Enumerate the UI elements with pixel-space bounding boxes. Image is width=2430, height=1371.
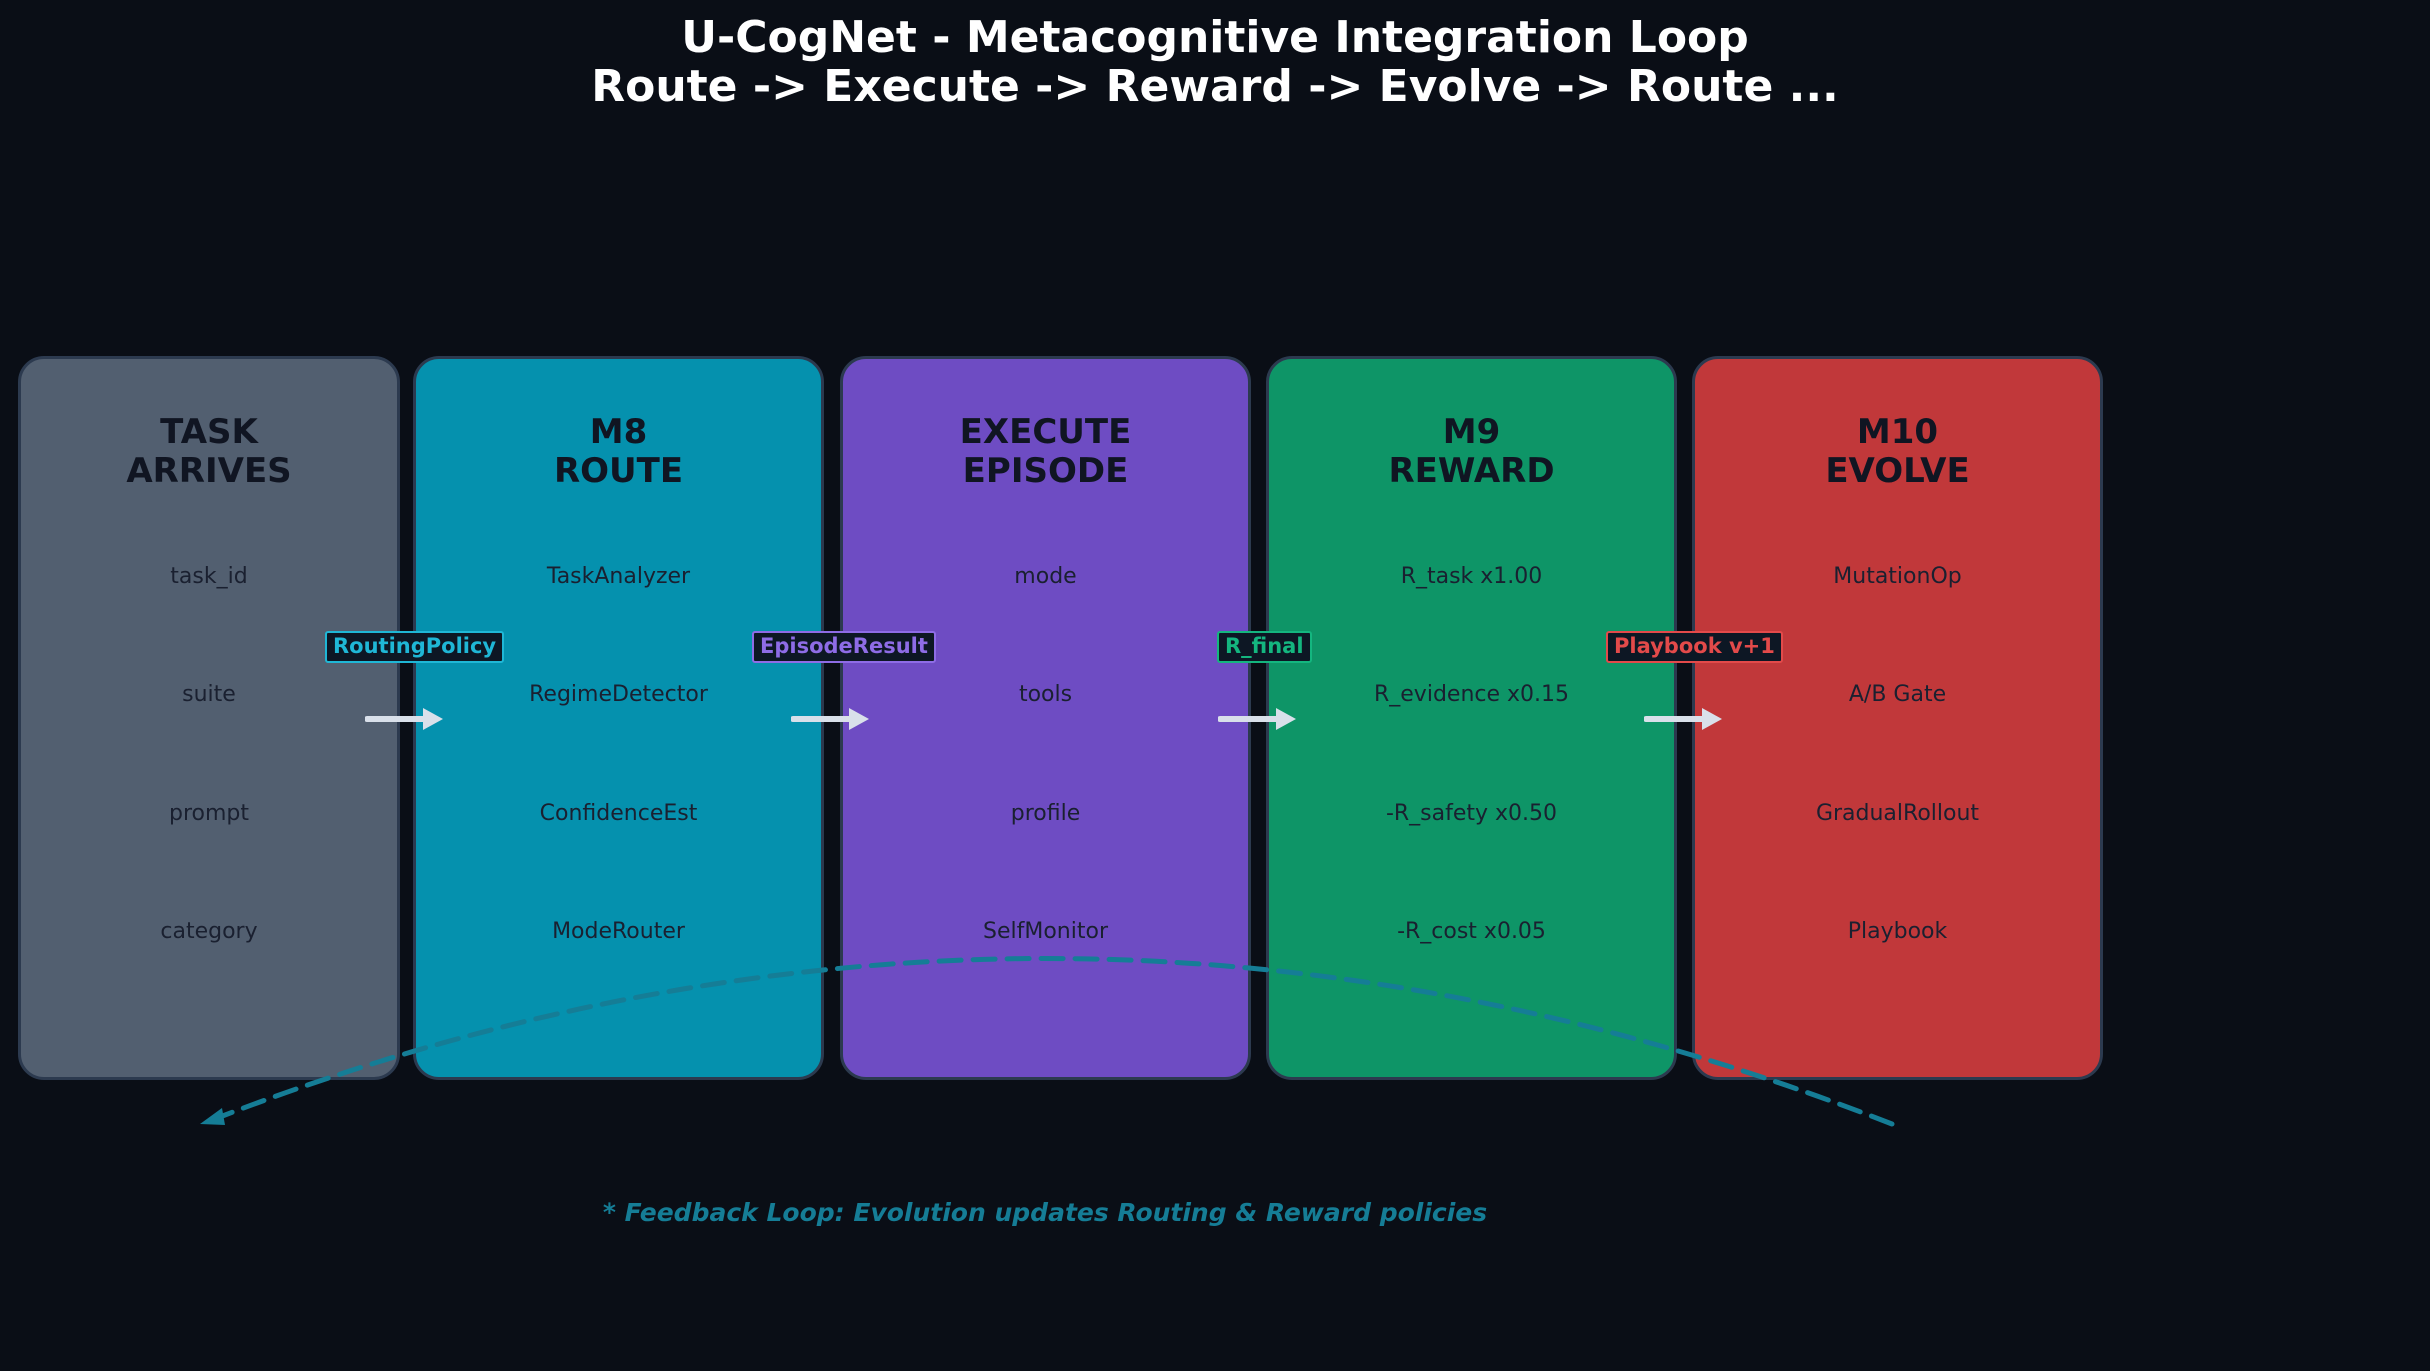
connector-label-playbook: Playbook v+1 [1606, 631, 1783, 663]
stage-item: -R_cost x0.05 [1397, 919, 1546, 944]
stage-title: M10 EVOLVE [1695, 413, 2100, 491]
stage-item: TaskAnalyzer [546, 564, 691, 589]
stage-item: profile [1010, 801, 1081, 826]
feedback-arrowhead-icon [200, 1108, 225, 1125]
stage-title-line: ARRIVES [126, 451, 292, 491]
stage-item: -R_safety x0.50 [1385, 801, 1558, 826]
stage-item: task_id [170, 564, 248, 589]
stage-item: R_evidence x0.15 [1373, 682, 1570, 707]
diagram-subtitle: Route -> Execute -> Reward -> Evolve -> … [591, 61, 1839, 112]
diagram-title: U-CogNet - Metacognitive Integration Loo… [681, 12, 1749, 63]
connector-label-r-final: R_final [1217, 631, 1312, 663]
arrow-right-icon [1644, 708, 1722, 730]
stage-title: M8 ROUTE [416, 413, 821, 491]
stage-item: ConfidenceEst [539, 801, 698, 826]
stage-title-line: M9 [1442, 412, 1501, 452]
arrow-right-icon [1218, 708, 1296, 730]
stage-title: EXECUTE EPISODE [843, 413, 1248, 491]
stage-title: TASK ARRIVES [21, 413, 397, 491]
stage-title-line: M8 [589, 412, 648, 452]
stage-title-line: EPISODE [962, 451, 1129, 491]
stage-item: prompt [168, 801, 249, 826]
feedback-loop-note: * Feedback Loop: Evolution updates Routi… [602, 1198, 1488, 1227]
stage-title-line: M10 [1856, 412, 1939, 452]
stage-task-arrives: TASK ARRIVES task_id suite prompt catego… [18, 356, 400, 1080]
stage-m10-evolve: M10 EVOLVE MutationOp A/B Gate GradualRo… [1692, 356, 2103, 1080]
arrow-right-icon [791, 708, 869, 730]
stage-item: R_task x1.00 [1400, 564, 1543, 589]
connector-label-routing-policy: RoutingPolicy [325, 631, 505, 663]
arrow-right-icon [365, 708, 443, 730]
feedback-loop-path [209, 956, 1895, 1127]
stage-item: ModeRouter [552, 919, 685, 944]
stage-m9-reward: M9 REWARD R_task x1.00 R_evidence x0.15 … [1266, 356, 1677, 1080]
stage-title-line: EVOLVE [1825, 451, 1970, 491]
stage-item: RegimeDetector [529, 682, 708, 707]
stage-title-line: ROUTE [553, 451, 684, 491]
stage-item: mode [1014, 564, 1077, 589]
stage-item: category [160, 919, 258, 944]
stage-m8-route: M8 ROUTE TaskAnalyzer RegimeDetector Con… [413, 356, 824, 1080]
stage-title: M9 REWARD [1269, 413, 1674, 491]
stage-item: MutationOp [1833, 564, 1962, 589]
stage-title-line: EXECUTE [959, 412, 1132, 452]
connector-label-episode-result: EpisodeResult [752, 631, 936, 663]
stage-item: suite [182, 682, 236, 707]
stage-item: A/B Gate [1848, 682, 1947, 707]
stage-item: SelfMonitor [983, 919, 1108, 944]
stage-title-line: REWARD [1388, 451, 1555, 491]
stage-item: tools [1018, 682, 1073, 707]
stage-title-line: TASK [160, 412, 258, 452]
stage-item: Playbook [1847, 919, 1948, 944]
stage-item: GradualRollout [1815, 801, 1980, 826]
